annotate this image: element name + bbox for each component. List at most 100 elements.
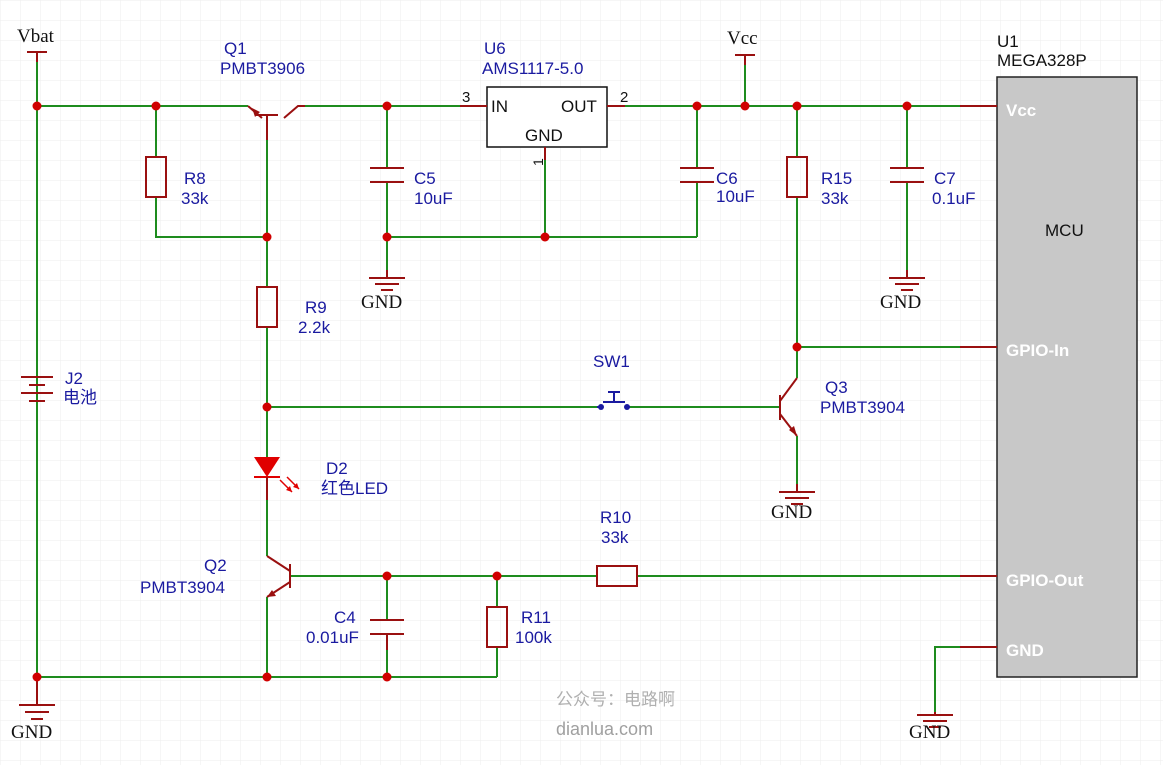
u6-pin-num-out: 2: [620, 89, 628, 106]
q1-value: PMBT3906: [220, 59, 305, 78]
junction-dot: [382, 672, 392, 682]
q1-transistor: [247, 105, 305, 140]
gnd-label-c7: GND: [880, 292, 921, 313]
labels: Vbat Vcc Q1 PMBT3906 U6 AMS1117-5.0 IN O…: [11, 26, 1087, 743]
c7-ref: C7: [934, 169, 956, 188]
q2-ref: Q2: [204, 556, 227, 575]
c7-capacitor: [890, 167, 924, 183]
r15-resistor: [786, 156, 808, 198]
q2-value: PMBT3904: [140, 578, 225, 597]
q3-ref: Q3: [825, 378, 848, 397]
c5-capacitor: [370, 167, 404, 183]
sw1-ref: SW1: [593, 352, 630, 371]
vcc-symbol: [735, 54, 755, 65]
junction-dot: [540, 232, 550, 242]
wire-r8-bottom: [155, 197, 267, 238]
u6-pin-out: OUT: [561, 97, 597, 116]
u6-pin-in: IN: [491, 97, 508, 116]
u6-value: AMS1117-5.0: [482, 59, 583, 78]
u1-pin-vcc: Vcc: [1006, 101, 1036, 120]
gnd-label-c5: GND: [361, 292, 402, 313]
r10-resistor: [596, 565, 638, 587]
u6-regulator-body: [486, 86, 608, 148]
r11-resistor: [486, 606, 508, 648]
u1-pins: [960, 105, 997, 648]
r9-ref: R9: [305, 298, 327, 317]
junction-dot: [902, 101, 912, 111]
c4-capacitor: [370, 619, 404, 650]
c6-ref: C6: [716, 169, 738, 188]
r9-value: 2.2k: [298, 318, 331, 337]
d2-ref: D2: [326, 459, 348, 478]
u6-pins: [460, 105, 625, 160]
junction-dot: [740, 101, 750, 111]
gnd-label-left: GND: [11, 722, 52, 743]
q3-value: PMBT3904: [820, 398, 905, 417]
junction-dot: [692, 101, 702, 111]
c4-ref: C4: [334, 608, 356, 627]
junction-dot: [382, 101, 392, 111]
r15-value: 33k: [821, 189, 849, 208]
r10-value: 33k: [601, 528, 629, 547]
u1-value: MEGA328P: [997, 51, 1087, 70]
j2-ref: J2: [65, 369, 83, 388]
gnd-symbol-q3: [779, 484, 815, 505]
r11-ref: R11: [521, 608, 551, 627]
wire-mcu-gnd: [934, 646, 960, 712]
u6-pin-num-in: 3: [462, 89, 470, 106]
vcc-label: Vcc: [727, 28, 758, 49]
r10-ref: R10: [600, 508, 631, 527]
r8-value: 33k: [181, 189, 209, 208]
d2-led: [254, 457, 300, 500]
r11-value: 100k: [515, 628, 552, 647]
junction-dot: [382, 571, 392, 581]
c5-value: 10uF: [414, 189, 453, 208]
u6-pin-gnd: GND: [525, 126, 563, 145]
c6-value: 10uF: [716, 187, 755, 206]
junction-dot: [492, 571, 502, 581]
junction-dot: [382, 232, 392, 242]
d2-value: 红色LED: [321, 479, 388, 498]
gnd-label-q3: GND: [771, 502, 812, 523]
c7-value: 0.1uF: [932, 189, 975, 208]
junction-dot: [32, 101, 42, 111]
gnd-symbol-mcu: [917, 712, 953, 728]
r15-ref: R15: [821, 169, 852, 188]
vbat-symbol: [27, 51, 47, 62]
junction-dot: [32, 672, 42, 682]
q3-transistor: [779, 377, 798, 437]
q1-ref: Q1: [224, 39, 247, 58]
vbat-label: Vbat: [17, 26, 55, 47]
junction-dot: [262, 402, 272, 412]
u1-ref: U1: [997, 32, 1019, 51]
j2-value: 电池: [63, 388, 97, 407]
u1-body-label: MCU: [1045, 221, 1084, 240]
u1-mcu-body: [996, 76, 1138, 678]
r8-resistor: [145, 156, 167, 198]
junction-dot: [151, 101, 161, 111]
gnd-symbol-c7: [889, 270, 925, 291]
gnd-symbol-left: [19, 677, 55, 720]
gnd-symbol-c5: [369, 270, 405, 291]
u1-pin-gnd: GND: [1006, 641, 1044, 660]
j2-battery: [21, 376, 53, 402]
junction-dot: [792, 101, 802, 111]
sw1-pushbutton: [597, 391, 630, 410]
u6-pin-num-gnd: 1: [530, 158, 546, 166]
watermark-line2: dianlua.com: [556, 719, 653, 739]
u6-ref: U6: [484, 39, 506, 58]
c4-value: 0.01uF: [306, 628, 359, 647]
gnd-label-mcu: GND: [909, 722, 950, 743]
components: [19, 51, 1138, 728]
junction-dot: [262, 672, 272, 682]
u1-pin-gpio-in: GPIO-In: [1006, 341, 1069, 360]
watermark-line1: 公众号：电路啊: [556, 690, 675, 709]
junction-dot: [792, 342, 802, 352]
c5-ref: C5: [414, 169, 436, 188]
junction-dot: [262, 232, 272, 242]
q2-transistor: [266, 555, 291, 598]
junctions: [32, 101, 912, 682]
r9-resistor: [256, 286, 278, 328]
